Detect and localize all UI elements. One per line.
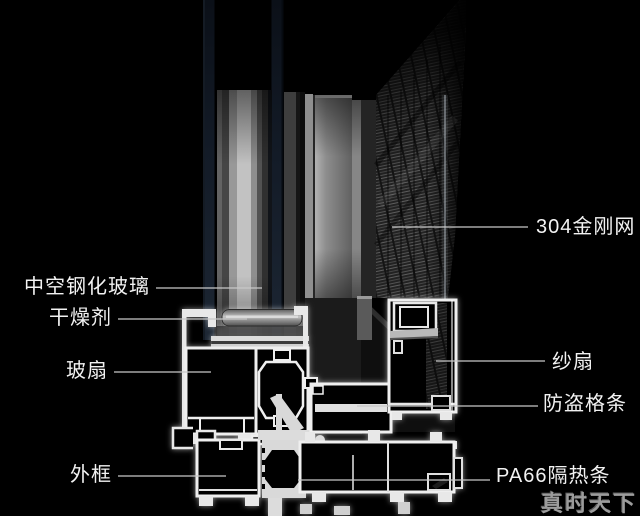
glass-pane-right xyxy=(271,0,282,346)
window-profiles xyxy=(171,298,463,516)
screen-sash-profile xyxy=(387,298,458,420)
label-desiccant: 干燥剂 xyxy=(49,307,112,329)
leader-lines xyxy=(114,226,545,481)
glass-edge-strips xyxy=(217,90,305,340)
label-glass-sash: 玻扇 xyxy=(66,360,108,382)
label-outer-frame: 外框 xyxy=(70,464,112,486)
label-pa66-thermal-break: PA66隔热条 xyxy=(496,465,611,487)
glazing-seat xyxy=(211,336,309,348)
label-304-security-mesh: 304金刚网 xyxy=(536,216,636,238)
label-insulated-tempered-glass: 中空钢化玻璃 xyxy=(24,276,150,298)
outer-frame-profile xyxy=(171,426,463,516)
watermark: 真时天下 xyxy=(540,491,637,516)
glass-pane-left xyxy=(205,0,215,340)
label-screen-sash: 纱扇 xyxy=(552,351,594,373)
glass-pane-left-edge xyxy=(203,0,206,340)
glass-spacer-desiccant xyxy=(216,309,308,338)
anti-theft-grid-bar-profile xyxy=(304,377,393,434)
glass-unit xyxy=(203,0,305,346)
label-anti-theft-grid-bar: 防盗格条 xyxy=(543,393,627,415)
